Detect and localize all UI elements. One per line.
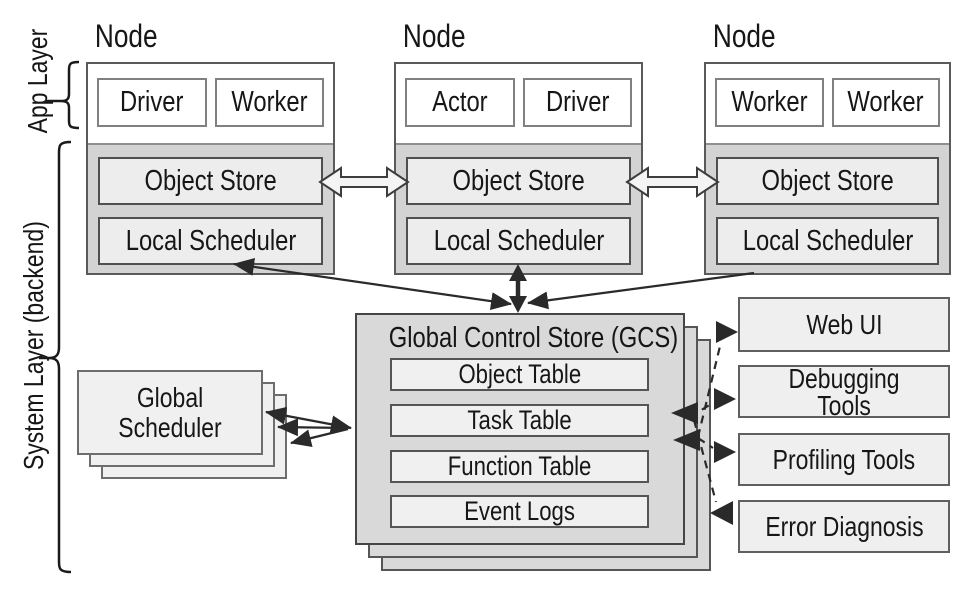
global-scheduler-label: Global Scheduler	[118, 381, 222, 443]
tool-profiling-tools: Profiling Tools	[738, 433, 950, 486]
tool-web-ui: Web UI	[738, 297, 950, 352]
node-2-actor-box: Actor	[405, 78, 515, 127]
gcs-title: Global Control Store (GCS)	[388, 322, 679, 354]
node-3: Worker Worker Object Store Local Schedul…	[704, 62, 951, 275]
gcs-box: Global Control Store (GCS) Object Table …	[355, 313, 685, 545]
node-1-worker-box: Worker	[214, 78, 324, 127]
gcs-object-table: Object Table	[390, 358, 649, 391]
arrowhead-web-ui	[716, 321, 738, 343]
node-3-worker-box-1: Worker	[715, 78, 824, 127]
node-2-driver-box: Driver	[522, 78, 632, 127]
node-2: Actor Driver Object Store Local Schedule…	[394, 62, 643, 275]
node-3-object-store: Object Store	[716, 157, 939, 205]
global-scheduler-box: Global Scheduler	[77, 370, 263, 455]
tool-error-diagnosis: Error Diagnosis	[738, 500, 950, 553]
node-3-gcs-arrow	[527, 271, 755, 310]
arrowhead-profiling-tools	[714, 441, 736, 463]
node-1-local-scheduler: Local Scheduler	[98, 217, 323, 265]
node-1-driver-box: Driver	[97, 78, 207, 127]
arrowhead-error-diagnosis	[710, 501, 733, 525]
node-1: Driver Worker Object Store Local Schedul…	[86, 62, 335, 275]
node-2-local-scheduler: Local Scheduler	[406, 217, 631, 265]
app-layer-label: App Layer	[22, 28, 53, 134]
gcs-task-table: Task Table	[390, 404, 649, 437]
node-3-title: Node	[712, 18, 776, 54]
node-1-object-store: Object Store	[98, 157, 323, 205]
node-3-local-scheduler: Local Scheduler	[716, 217, 939, 265]
tool-debugging-tools: Debugging Tools	[738, 364, 950, 419]
arrowhead-debugging-tools	[714, 388, 736, 410]
node-2-title: Node	[402, 18, 466, 54]
node-2-object-store: Object Store	[406, 157, 631, 205]
system-layer-label: System Layer (backend)	[18, 221, 49, 470]
node-1-title: Node	[94, 18, 158, 54]
gcs-event-logs: Event Logs	[390, 495, 649, 528]
gcs-function-table: Function Table	[390, 450, 649, 483]
node-3-worker-box-2: Worker	[831, 78, 940, 127]
